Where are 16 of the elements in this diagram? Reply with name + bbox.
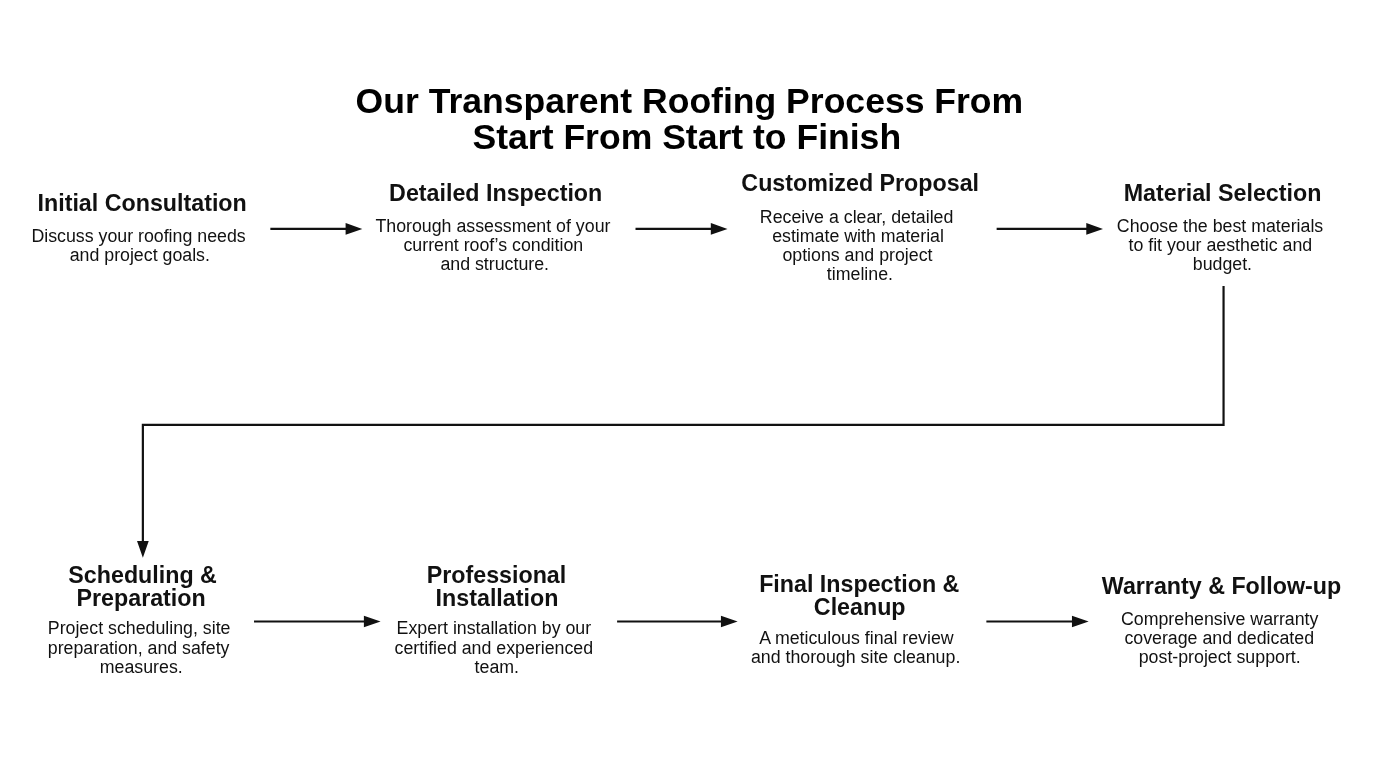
arrow	[254, 615, 381, 627]
arrow	[996, 222, 1103, 235]
arrow	[137, 285, 1225, 558]
node-text: Customized Proposal Receive a clear, detailed estimate with material options and project timeline.	[741, 169, 980, 284]
node-text: Scheduling & Preparation Project scheduling, site preparation, and safety measures.	[47, 561, 231, 677]
arrow	[617, 615, 738, 627]
arrow	[635, 222, 728, 235]
arrow	[270, 222, 363, 235]
node-text: Material Selection Choose the best materials to fit your aesthetic and budget.	[1116, 179, 1324, 274]
node-text: Professional Installation Expert installation by our certified and experienced team.	[394, 561, 594, 677]
diagram-title: Our Transparent Roofing Process From Start From Start to Finish	[355, 80, 1024, 157]
node-text: Detailed Inspection Thorough assessment of your current roof’s condition and structure.	[375, 179, 611, 274]
node-text: Initial Consultation Discuss your roofing needs and project goals.	[31, 189, 247, 265]
arrow	[986, 615, 1089, 627]
node-text: Warranty & Follow-up Comprehensive warranty coverage and dedicated post-project support.	[1101, 572, 1342, 667]
node-text: Final Inspection & Cleanup A meticulous final review and thorough site cleanup.	[750, 570, 961, 667]
